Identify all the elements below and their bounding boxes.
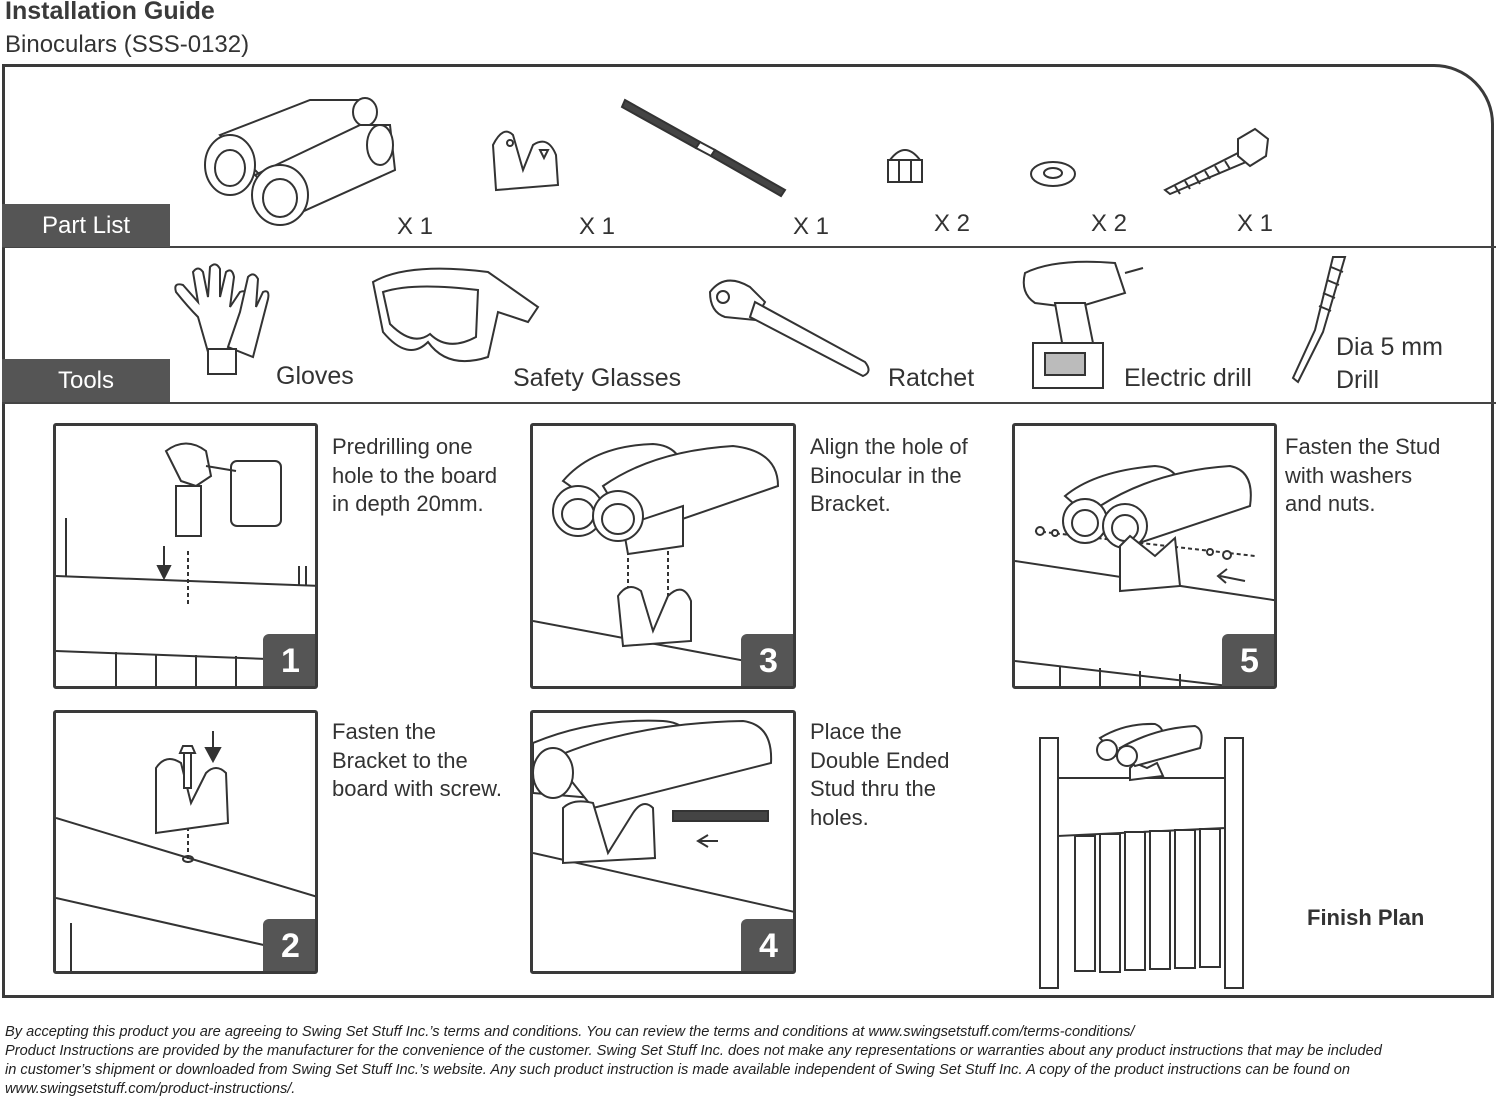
finish-plan-illustration [1039, 722, 1244, 989]
step-4-number: 4 [741, 919, 793, 971]
instruction-frame [2, 64, 1494, 998]
stud-icon [620, 98, 787, 198]
step-2-line-3: board with screw. [332, 776, 502, 801]
step-1-text: Predrilling one hole to the board in dep… [332, 433, 497, 519]
binoculars-icon [204, 97, 397, 226]
step-1-line-1: Predrilling one [332, 434, 473, 459]
footer-line-1: By accepting this product you are agreei… [5, 1024, 1135, 1040]
divider-tools [2, 402, 1496, 404]
step-4-illustration: 4 [530, 710, 796, 974]
part-list-label: Part List [2, 204, 170, 247]
page-title: Installation Guide [5, 0, 215, 25]
step-2-line-2: Bracket to the [332, 747, 468, 773]
step-3-line-3: Bracket. [810, 491, 891, 516]
step-1-line-3: in depth 20mm. [332, 491, 484, 516]
bracket-icon [491, 130, 560, 192]
gloves-icon [174, 263, 270, 375]
footer-line-3: in customer’s shipment or downloaded fro… [5, 1062, 1350, 1078]
step-5-number: 5 [1222, 634, 1274, 686]
tool-name-drill-bit: Dia 5 mm Drill [1336, 331, 1443, 397]
washer-icon [1030, 161, 1076, 187]
finish-plan-label: Finish Plan [1307, 905, 1425, 930]
step-4-line-1: Place the [810, 719, 902, 744]
qty-stud: X 1 [793, 213, 830, 240]
electric-drill-icon [1022, 260, 1144, 389]
drill-bit-icon [1291, 256, 1347, 384]
qty-binoculars: X 1 [397, 213, 434, 240]
step-4-line-4: holes. [810, 804, 869, 830]
footer-line-4: www.swingsetstuff.com/product-instructio… [5, 1081, 296, 1097]
tools-label: Tools [2, 359, 170, 402]
step-5-line-1: Fasten the Stud [1285, 434, 1441, 459]
step-5-line-3: and nuts. [1285, 491, 1376, 516]
step-3-text: Align the hole of Binocular in the Brack… [810, 433, 968, 519]
step-4-text: Place the Double Ended Stud thru the hol… [810, 718, 949, 832]
step-3-line-1: Align the hole of [810, 434, 968, 459]
divider-parts [2, 246, 1496, 248]
footer-line-2: Product Instructions are provided by the… [5, 1043, 1382, 1059]
step-1-number: 1 [263, 634, 315, 686]
lag-screw-icon [1163, 127, 1270, 196]
step-1-illustration: 1 [53, 423, 318, 689]
step-5-text: Fasten the Stud with washers and nuts. [1285, 433, 1440, 519]
step-5-illustration: 5 [1012, 423, 1277, 689]
step-4-line-3: Stud thru the [810, 776, 936, 801]
cap-nut-icon [887, 149, 923, 183]
ratchet-icon [708, 279, 870, 378]
step-3-illustration: 3 [530, 423, 796, 689]
qty-lag-screw: X 1 [1237, 210, 1274, 237]
step-3-line-2: Binocular in the [810, 462, 962, 488]
drill-bit-size: Dia 5 mm [1336, 333, 1443, 361]
tool-name-safety-glasses: Safety Glasses [513, 364, 682, 392]
drill-bit-label: Drill [1336, 366, 1380, 394]
tool-name-ratchet: Ratchet [888, 364, 975, 392]
step-4-line-2: Double Ended [810, 747, 950, 773]
step-2-text: Fasten the Bracket to the board with scr… [332, 718, 502, 804]
safety-glasses-icon [371, 267, 540, 363]
step-3-number: 3 [741, 634, 793, 686]
step-2-line-1: Fasten the [332, 719, 436, 744]
page-subtitle: Binoculars (SSS-0132) [5, 31, 250, 58]
qty-bracket: X 1 [579, 213, 616, 240]
qty-washer: X 2 [1091, 210, 1128, 237]
step-5-line-2: with washers [1285, 462, 1413, 488]
step-2-illustration: 2 [53, 710, 318, 974]
tool-name-electric-drill: Electric drill [1124, 364, 1252, 392]
step-2-number: 2 [263, 919, 315, 971]
tool-name-gloves: Gloves [276, 362, 354, 390]
step-1-line-2: hole to the board [332, 462, 498, 488]
qty-cap-nut: X 2 [934, 210, 971, 237]
